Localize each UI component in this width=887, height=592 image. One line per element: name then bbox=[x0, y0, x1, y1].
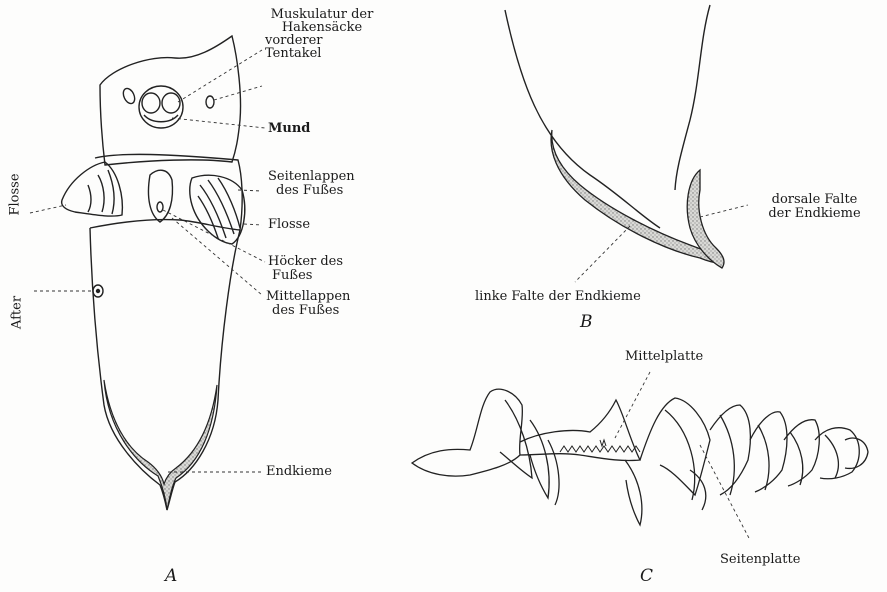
label-hoecker-1: Höcker des bbox=[268, 255, 343, 269]
head-outline bbox=[100, 36, 241, 165]
tentacle-left bbox=[121, 87, 137, 106]
label-dorsale-2: der Endkieme bbox=[752, 207, 877, 221]
figure-letter-b: B bbox=[580, 312, 593, 332]
figure-letter-c: C bbox=[640, 566, 653, 586]
label-seitenlappen-2: des Fußes bbox=[276, 184, 343, 198]
middle-lobe bbox=[148, 170, 172, 222]
label-linke-falte: linke Falte der Endkieme bbox=[475, 290, 641, 304]
figure-c-drawing bbox=[412, 389, 868, 525]
label-endkieme: Endkieme bbox=[266, 465, 332, 479]
figure-b-drawing bbox=[505, 5, 710, 228]
label-seitenplatte: Seitenplatte bbox=[720, 553, 800, 567]
label-seitenlappen-1: Seitenlappen bbox=[268, 170, 355, 184]
label-after: After bbox=[10, 293, 25, 333]
middle-plate bbox=[520, 400, 640, 461]
body-outline bbox=[90, 228, 240, 510]
figure-letter-a: A bbox=[165, 566, 177, 586]
label-mittellappen-2: des Fußes bbox=[272, 304, 339, 318]
label-dorsale-1: dorsale Falte bbox=[752, 193, 877, 207]
label-mund: Mund bbox=[268, 122, 310, 136]
tentacle-right bbox=[206, 96, 214, 108]
label-tentakel: Tentakel bbox=[265, 47, 321, 61]
label-mittellappen-1: Mittellappen bbox=[266, 290, 350, 304]
foot-hump bbox=[157, 202, 163, 212]
label-mittelplatte: Mittelplatte bbox=[625, 350, 703, 364]
label-hoecker-2: Fußes bbox=[272, 269, 312, 283]
label-flosse-left: Flosse bbox=[8, 176, 23, 216]
figure-a-drawing bbox=[62, 36, 245, 510]
outline-right bbox=[675, 5, 710, 190]
label-flosse-right: Flosse bbox=[268, 218, 310, 232]
leader-lines-a bbox=[30, 50, 265, 472]
